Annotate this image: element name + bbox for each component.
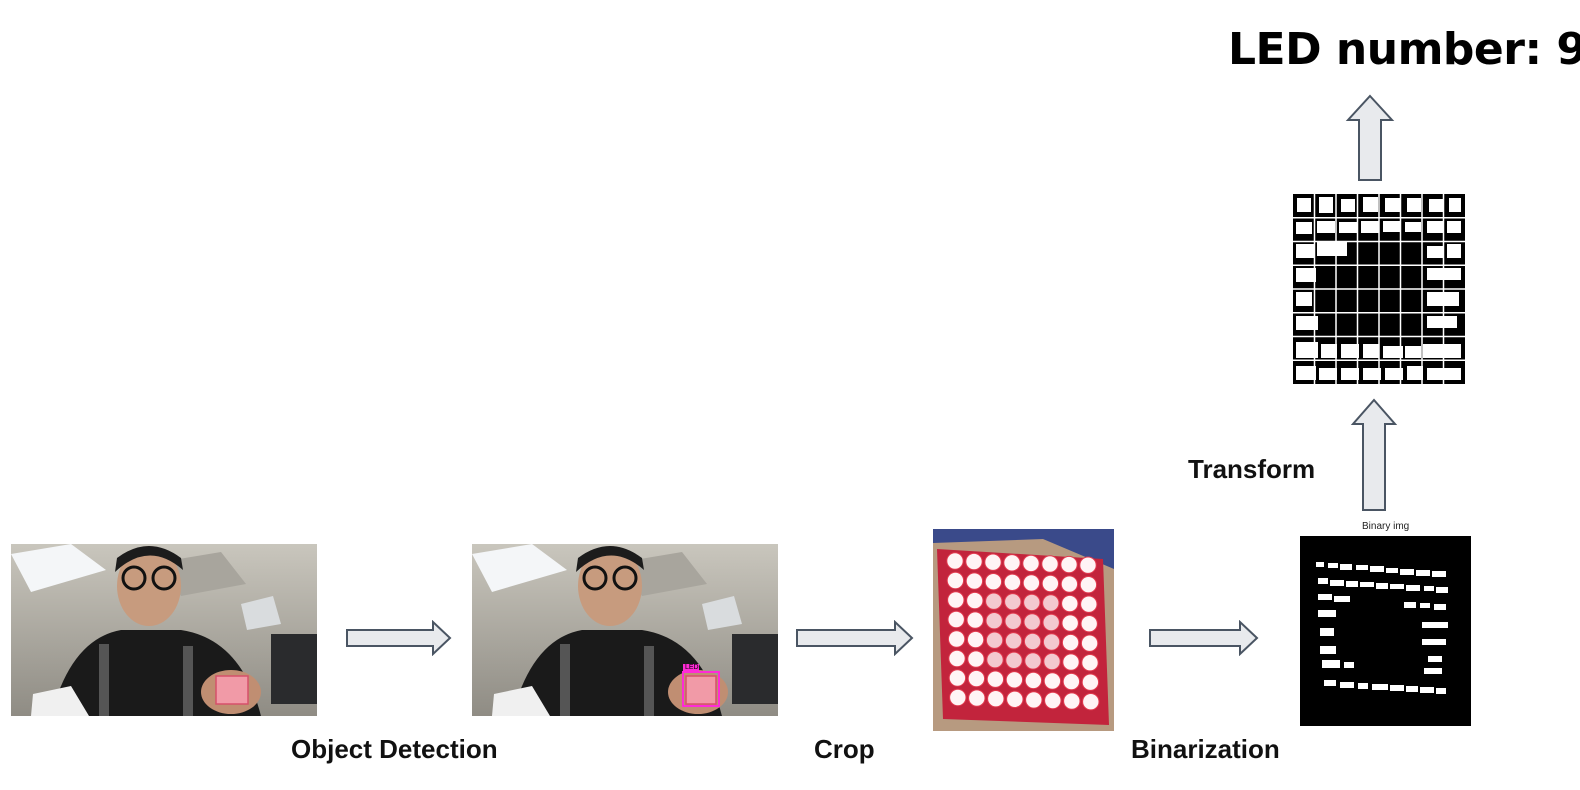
- led-dot: [946, 571, 965, 590]
- led-dot: [967, 669, 986, 688]
- led-dot: [1044, 691, 1062, 710]
- transformed-grid-image: [1293, 194, 1465, 384]
- led-dot: [1081, 654, 1099, 672]
- led-dot: [967, 650, 985, 668]
- cropped-led-image: [933, 529, 1114, 731]
- led-dot: [1079, 556, 1097, 574]
- led-dot: [985, 612, 1003, 630]
- led-dot: [1023, 632, 1042, 651]
- led-dot: [1081, 673, 1100, 691]
- arrow-up-icon: [1345, 94, 1395, 181]
- led-dot: [1063, 692, 1081, 710]
- led-dot: [947, 591, 965, 609]
- led-dot: [1004, 593, 1022, 611]
- led-dot: [1005, 651, 1023, 670]
- detection-box: [682, 671, 720, 707]
- led-dot: [1022, 554, 1040, 573]
- led-dot: [1005, 671, 1024, 689]
- led-dot: [966, 630, 985, 649]
- led-dot: [1060, 575, 1079, 593]
- led-dot: [1006, 690, 1024, 709]
- led-dot: [1080, 595, 1098, 613]
- led-dot: [987, 690, 1005, 708]
- led-dot: [947, 630, 966, 648]
- led-dot: [1079, 576, 1098, 594]
- led-dot: [948, 649, 966, 668]
- led-dot: [1041, 555, 1059, 573]
- led-dot: [1043, 652, 1061, 671]
- led-dot: [1043, 672, 1062, 690]
- arrow-right-icon: [796, 620, 914, 656]
- led-dot: [985, 592, 1003, 610]
- led-dot: [1003, 554, 1021, 572]
- led-dot: [966, 591, 984, 610]
- led-dot: [1062, 653, 1080, 671]
- led-dot: [949, 688, 967, 707]
- led-dot: [986, 651, 1004, 669]
- led-dot: [1024, 652, 1042, 670]
- led-dot: [1080, 615, 1098, 633]
- step-label-object-detection: Object Detection: [291, 734, 498, 764]
- led-dot: [1004, 632, 1023, 650]
- led-dot: [1024, 671, 1043, 690]
- detection-tag: LED: [685, 664, 699, 671]
- step-label-transform: Transform: [1188, 454, 1316, 484]
- led-dot: [965, 572, 984, 590]
- binary-image-title: Binary img: [1362, 521, 1410, 532]
- led-dot: [965, 552, 983, 571]
- led-dot: [1082, 693, 1100, 711]
- detection-photo: [472, 544, 778, 716]
- result-title: LED number: 9: [1228, 24, 1580, 75]
- step-label-crop: Crop: [814, 734, 875, 764]
- arrow-right-icon: [1149, 620, 1259, 656]
- led-dot: [966, 611, 984, 629]
- led-dot: [1062, 672, 1081, 691]
- led-dot: [947, 610, 965, 629]
- binary-image: [1300, 536, 1471, 726]
- led-dot: [948, 669, 967, 687]
- led-dot: [1061, 633, 1080, 652]
- led-dot: [1003, 573, 1022, 591]
- led-dot: [985, 631, 1004, 649]
- led-dot: [1061, 614, 1079, 632]
- led-dot: [1004, 612, 1022, 631]
- led-dot: [968, 689, 986, 707]
- input-photo: [11, 544, 317, 716]
- led-dot: [1060, 555, 1078, 574]
- led-dot: [1061, 594, 1079, 613]
- led-dot: [1080, 634, 1099, 652]
- led-dot: [946, 552, 964, 570]
- led-dot: [1042, 594, 1060, 612]
- arrow-up-icon: [1350, 398, 1398, 511]
- led-dot: [1023, 613, 1041, 631]
- led-dot: [1042, 613, 1060, 632]
- led-dot: [986, 670, 1005, 688]
- led-dot: [1025, 691, 1043, 709]
- step-label-binarization: Binarization: [1131, 734, 1280, 764]
- led-dot: [1041, 574, 1060, 593]
- led-dot: [1023, 593, 1041, 612]
- arrow-right-icon: [346, 620, 452, 656]
- led-dot: [1022, 574, 1041, 592]
- led-dot: [1042, 633, 1061, 651]
- led-dot: [984, 573, 1003, 591]
- led-dot: [984, 553, 1002, 571]
